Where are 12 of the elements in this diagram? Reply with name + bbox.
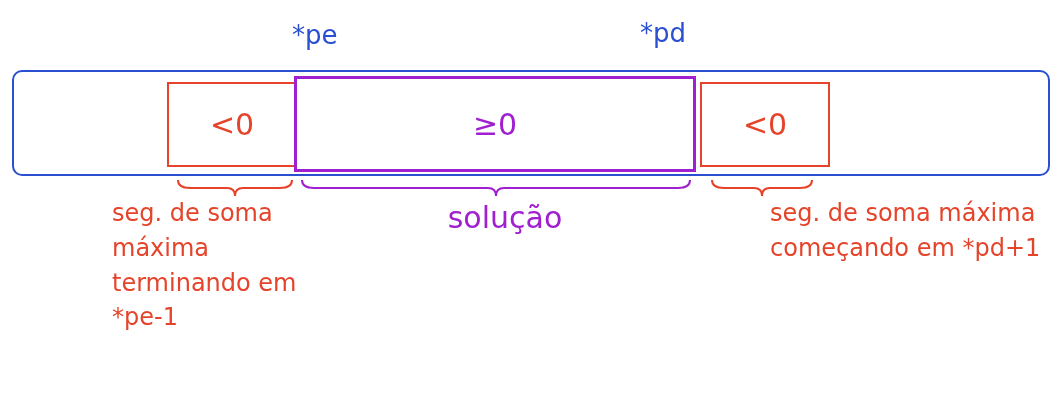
pointer-label: *pd (640, 18, 686, 48)
array-bar (12, 70, 1050, 176)
segment-sign: <0 (742, 107, 788, 142)
segment-sign: <0 (209, 107, 255, 142)
annotation-text: seg. de soma máxima começando em *pd+1 (770, 198, 1042, 264)
pointer-label: *pe (292, 20, 338, 50)
segment-box (700, 82, 830, 167)
segment-box (167, 82, 297, 167)
annotation-text: solução (446, 199, 564, 237)
segment-box (294, 76, 696, 172)
annotation-text: seg. de soma máxima terminando em *pe-1 (112, 198, 298, 334)
segment-sign: ≥0 (472, 106, 518, 142)
